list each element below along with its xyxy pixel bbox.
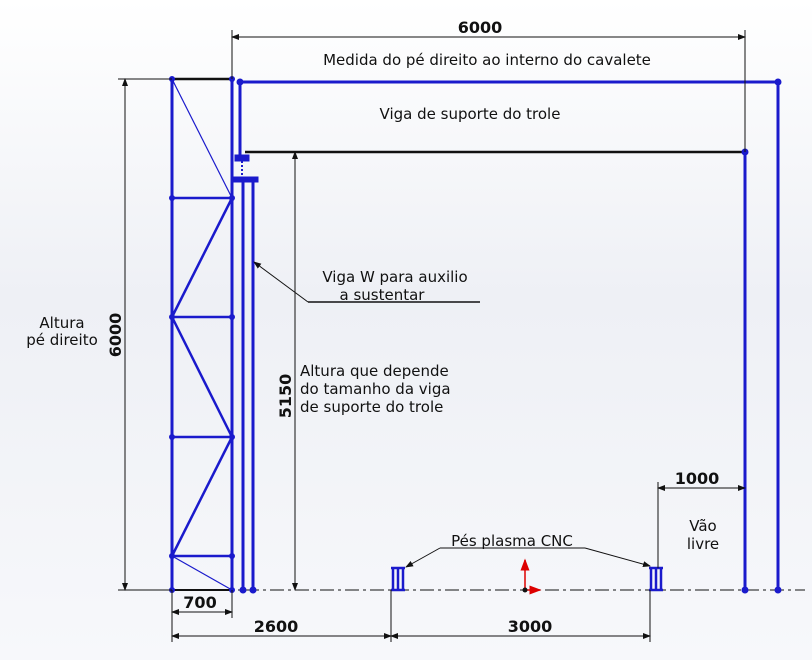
origin-icon [520,558,542,595]
label-trolley-beam: Viga de suporte do trole [380,105,561,123]
label-height-2: pé direito [26,331,98,349]
dim-left-value[interactable]: 6000 [106,313,125,358]
label-depends-3: de suporte do trole [300,398,443,416]
dim-3000-value[interactable]: 3000 [508,617,553,636]
label-w-beam-1: Viga W para auxilio [322,268,467,286]
label-depends-2: do tamanho da viga [300,380,451,398]
label-depends-1: Altura que depende [300,362,449,380]
label-cnc-feet: Pés plasma CNC [451,532,573,550]
gantry-frame [233,78,782,594]
cnc-foot-left [391,566,405,592]
dim-1000-value[interactable]: 1000 [675,469,720,488]
cnc-foot-right [649,566,663,592]
dim-5150-value[interactable]: 5150 [276,374,295,419]
tower-truss [169,76,235,593]
label-free-1: Vão [689,517,716,535]
w-beam [239,180,257,594]
label-w-beam-2: a sustentar [340,286,426,304]
label-free-2: livre [687,535,719,553]
dim-2600-value[interactable]: 2600 [254,617,299,636]
label-inner-measure: Medida do pé direito ao interno do caval… [323,51,651,69]
dim-700-value[interactable]: 700 [183,593,216,612]
dim-top-value[interactable]: 6000 [458,18,503,37]
label-height-1: Altura [39,314,84,332]
